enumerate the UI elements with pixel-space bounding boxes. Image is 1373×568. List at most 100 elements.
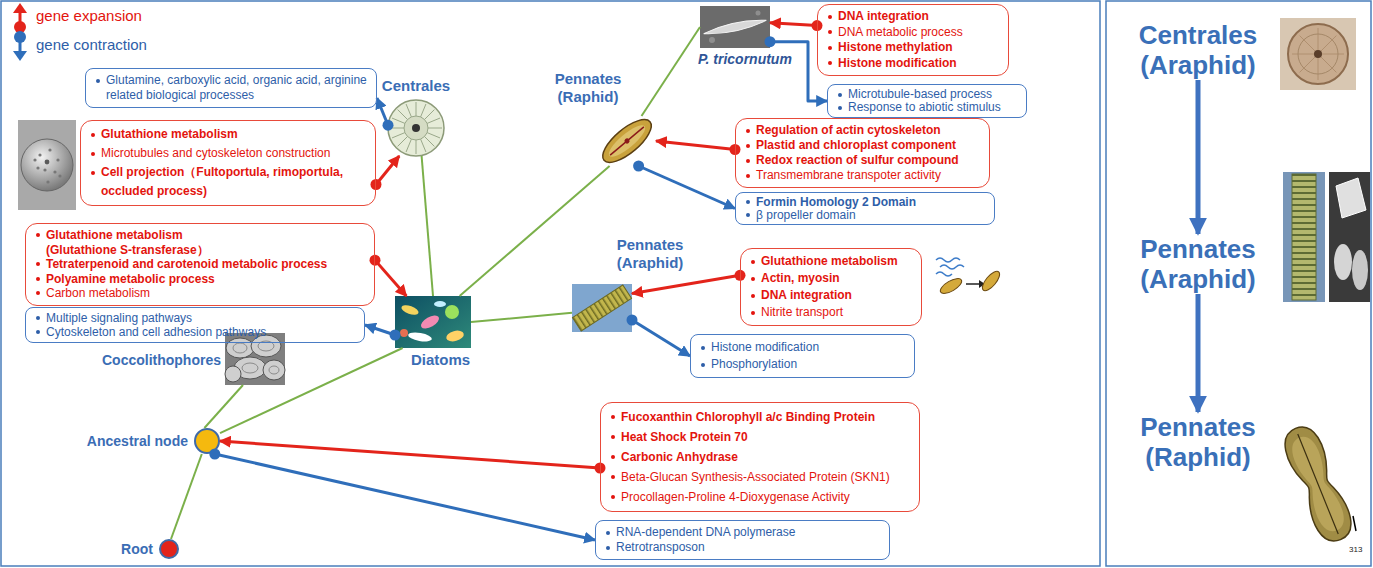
centrales-photo [1288,24,1348,84]
list-text: Histone methylation [838,40,953,56]
list-text: Response to abiotic stimulus [848,101,1001,114]
diatoms-mosaic-picture [445,329,465,343]
edge-origin-dot [633,161,644,172]
expansion-arrow [770,23,817,26]
centrales-sem-image [58,174,61,177]
bullet-dot [751,277,755,281]
centrales-diatom-picture [388,100,444,156]
bullet-item: Carbonic Anhydrase [611,447,911,467]
contraction-arrow [215,454,595,540]
bullet-dot [701,346,705,350]
bullet-item: Cell projection（Fultoportula, rimoportul… [91,163,367,201]
expansion-box: Regulation of actin cytoskeletonPlastid … [735,118,990,188]
diatoms-mosaic-picture [407,331,432,343]
list-text: Heat Shock Protein 70 [621,427,748,447]
taxon-label: Ancestral node [83,432,188,450]
taxon-node: Pennates (Araphid) [572,284,632,332]
centrales-sem-image [36,166,39,169]
bullet-item: Multiple signaling pathways [36,311,356,325]
centrales-sem-image [21,139,73,191]
list-text: Tetraterpenoid and carotenoid metabolic … [46,257,327,272]
edge-origin-dot [371,179,382,190]
centrales-diatom-picture [398,110,435,147]
list-text: Fucoxanthin Chlorophyll a/c Binding Prot… [621,407,875,427]
contraction-box: Glutamine, carboxylic acid, organic acid… [85,68,377,108]
bullet-dot [746,144,750,148]
bullet-item: Glutamine, carboxylic acid, organic acid… [96,73,368,103]
centrales-photo [1298,34,1338,74]
edge-origin-dot [383,120,394,131]
bullet-dot [36,330,40,334]
taxon-node: Root [159,539,179,559]
bullet-item: Regulation of actin cytoskeleton [746,123,981,138]
coccolithophore-picture [263,360,285,380]
diatoms-mosaic-picture [400,303,420,317]
swimming-motility-icon [936,258,960,262]
centrales-sem-image [48,148,51,151]
centrales-sem-image [43,168,46,171]
bullet-dot [828,46,832,50]
bullet-dot [36,262,40,266]
centrales-photo [1288,24,1348,84]
bullet-item: Plastid and chloroplast component [746,138,981,153]
list-text: Plastid and chloroplast component [756,138,956,153]
coccolithophore-picture [233,343,247,353]
p-tricornutum-sem-picture [756,11,761,16]
coccolithophore-picture [226,338,254,358]
centrales-sem-image [46,180,49,183]
taxon-label: Pennates (Raphid) [540,70,636,106]
centrales-diatom-picture [390,102,442,154]
bullet-dot [746,129,750,133]
coccolithophore-picture [242,363,258,373]
panel-frame [1,1,1100,566]
expansion-box: Glutathione metabolismActin, myosinDNA i… [740,248,922,326]
bullet-item: Actin, myosin [751,270,913,287]
list-text: RNA-dependent DNA polymerase [616,525,795,540]
evolution-arrow [1196,294,1201,412]
araphid-sem-photo [1334,244,1352,280]
p-tricornutum-sem-picture [700,6,770,48]
raphid-diatom-picture [596,113,657,170]
list-text: Carbonic Anhydrase [621,447,738,467]
bullet-item: Polyamine metabolic process [36,272,366,287]
list-text: Beta-Glucan Synthesis-Associated Protein… [621,467,890,487]
expansion-arrow [656,141,735,150]
p-tricornutum-sem-picture [709,37,715,43]
list-text: Histone modification [711,339,819,356]
list-text: Retrotransposon [616,540,705,555]
bullet-item: Beta-Glucan Synthesis-Associated Protein… [611,467,911,487]
bullet-item: Tetraterpenoid and carotenoid metabolic … [36,257,366,272]
list-text: Nitrite transport [761,304,843,321]
bullet-dot [91,133,95,137]
centrales-sem-image [53,170,56,173]
list-text: Regulation of actin cytoskeleton [756,123,941,138]
centrales-diatom-picture [388,100,444,156]
legend-contraction-symbol [19,37,22,52]
araphid-colony-picture [572,285,631,331]
centrales-sem-image [33,158,36,161]
bullet-item: Heat Shock Protein 70 [611,427,911,447]
edge-origin-dot [627,315,638,326]
expansion-arrow [376,156,399,185]
taxon-node: Pennates (Raphid) [598,116,656,166]
legend-expansion-symbol [13,3,27,13]
bullet-item: Redox reaction of sulfur compound [746,153,981,168]
list-text: Cell projection（Fultoportula, rimoportul… [101,163,367,201]
bullet-dot [751,311,755,315]
bullet-dot [606,546,610,550]
bullet-item: Procollagen-Proline 4-Dioxygenase Activi… [611,487,911,507]
expansion-arrow [632,275,740,293]
legend-expansion-symbol [13,3,27,33]
bullet-dot [36,316,40,320]
bullet-dot [96,79,100,83]
bullet-item: Microtubules and cytoskeleton constructi… [91,144,367,163]
bullet-dot [746,200,750,204]
bullet-item: Cytoskeleton and cell adhesion pathways [36,325,356,339]
bullet-item: Microtubule-based process [838,88,1018,101]
bullet-dot [91,171,95,175]
list-text: Polyamine metabolic process [46,272,215,287]
p-tricornutum-sem-picture [703,16,767,37]
edge-origin-dot [370,255,381,266]
centrales-photo [1292,28,1344,80]
centrales-sem-image [18,120,76,210]
